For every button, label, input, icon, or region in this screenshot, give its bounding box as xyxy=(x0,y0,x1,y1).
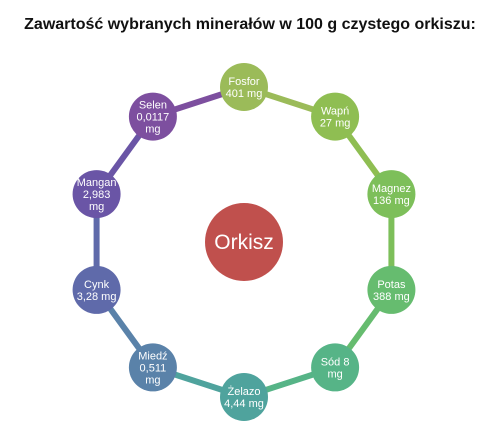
mineral-node-label: 27 mg xyxy=(320,118,351,130)
mineral-node-label: mg xyxy=(89,201,104,213)
mineral-node-circle xyxy=(220,63,268,111)
mineral-node-label: Fosfor xyxy=(228,76,260,88)
mineral-node-label: 136 mg xyxy=(373,195,410,207)
mineral-node-label: Miedź xyxy=(138,350,167,362)
mineral-node-circle xyxy=(128,343,177,392)
mineral-node-circle xyxy=(72,170,121,219)
diagram-title: Zawartość wybranych minerałów w 100 g cz… xyxy=(24,16,476,33)
mineral-node-label: mg xyxy=(327,368,342,380)
mineral-node-label: 4,44 mg xyxy=(224,398,264,410)
mineral-node-label: 401 mg xyxy=(226,88,263,100)
mineral-node-label: Mangan xyxy=(77,177,117,189)
mineral-node-label: mg xyxy=(145,124,160,136)
mineral-node-circle xyxy=(72,265,121,314)
mineral-node-circle xyxy=(367,170,416,219)
mineral-node-circle xyxy=(367,265,416,314)
mineral-node-circle xyxy=(220,373,268,421)
mineral-node-label: 0,511 xyxy=(140,362,167,374)
mineral-node-label: Żelazo xyxy=(227,385,260,398)
mineral-node-label: 0,0117 xyxy=(136,112,169,124)
mineral-node-label: Cynk xyxy=(84,279,110,291)
mineral-node-label: Selen xyxy=(139,100,167,112)
center-node-label: Orkisz xyxy=(214,231,274,254)
center-node: Orkisz xyxy=(205,203,283,281)
mineral-node-circle xyxy=(311,92,360,141)
mineral-node-label: 388 mg xyxy=(373,291,410,303)
mineral-node-label: Wapń xyxy=(321,106,349,118)
mineral-node-label: 2,983 xyxy=(83,189,111,201)
mineral-node-circle xyxy=(128,92,177,141)
mineral-node-label: Sód 8 xyxy=(321,356,350,368)
center-node-circle xyxy=(205,203,283,281)
mineral-node-label: Magnez xyxy=(372,183,411,195)
mineral-node-label: mg xyxy=(145,374,160,386)
mineral-node: Sód 8mg xyxy=(311,343,360,392)
mineral-node-circle xyxy=(311,343,360,392)
mineral-node-label: Potas xyxy=(377,279,406,291)
mineral-node-label: 3,28 mg xyxy=(77,291,117,303)
